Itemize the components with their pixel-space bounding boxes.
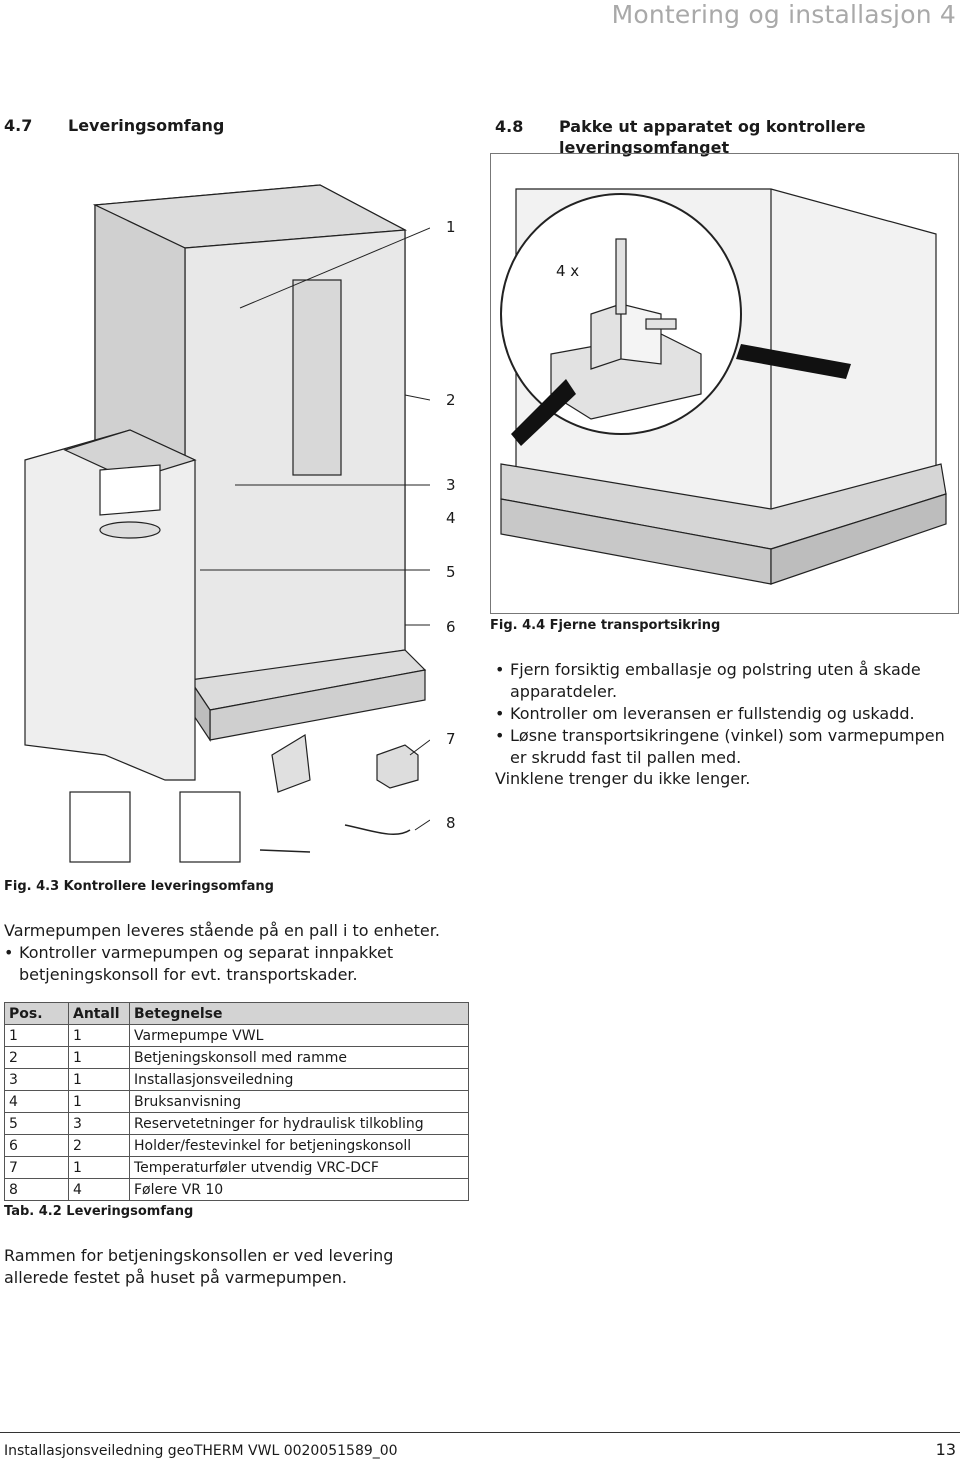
callout-1: 1 — [446, 218, 456, 236]
section-title: Pakke ut apparatet og kontrollere leveri… — [559, 117, 866, 157]
section-number: 4.8 — [495, 117, 524, 136]
table-cell: Varmepumpe VWL — [129, 1024, 469, 1047]
table-cell: Holder/festevinkel for betjeningskonsoll — [129, 1134, 469, 1157]
delivery-intro: Varmepumpen leveres stående på en pall i… — [4, 921, 440, 940]
table-cell: 8 — [4, 1178, 69, 1201]
table-header-row: Pos. Antall Betegnelse — [4, 1002, 469, 1025]
unpack-steps: Fjern forsiktig emballasje og polstring … — [495, 659, 955, 769]
transport-lock-illustration — [500, 188, 947, 585]
footer-divider — [0, 1432, 960, 1433]
table-cell: 3 — [68, 1112, 130, 1135]
column-header-pos: Pos. — [4, 1002, 69, 1025]
table-cell: 4 — [4, 1090, 69, 1113]
section-heading-4-7: 4.7 Leveringsomfang — [4, 116, 224, 135]
callout-3: 3 — [446, 476, 456, 494]
column-header-quantity: Antall — [68, 1002, 130, 1025]
table-cell: Bruksanvisning — [129, 1090, 469, 1113]
table-cell: Temperaturføler utvendig VRC-DCF — [129, 1156, 469, 1179]
table-cell: Installasjonsveiledning — [129, 1068, 469, 1091]
table-cell: 1 — [68, 1156, 130, 1179]
figure-delivery-scope — [10, 180, 431, 870]
table-cell: 7 — [4, 1156, 69, 1179]
callout-6: 6 — [446, 618, 456, 636]
delivery-check-steps: Kontroller varmepumpen og separat innpak… — [4, 942, 434, 986]
table-cell: 1 — [4, 1024, 69, 1047]
list-item: Fjern forsiktig emballasje og polstring … — [495, 659, 955, 703]
table-cell: 1 — [68, 1090, 130, 1113]
section-title: Leveringsomfang — [68, 116, 225, 135]
brackets-note: Vinklene trenger du ikke lenger. — [495, 769, 751, 788]
table-cell: 1 — [68, 1046, 130, 1069]
list-item: Kontroller varmepumpen og separat innpak… — [4, 942, 434, 986]
figure-transport-lock — [490, 153, 959, 614]
list-item: Løsne transportsikringene (vinkel) som v… — [495, 725, 955, 769]
table-cell: 5 — [4, 1112, 69, 1135]
callout-4: 4 — [446, 509, 456, 527]
table-cell: 2 — [68, 1134, 130, 1157]
table-cell: Reservetetninger for hydraulisk tilkobli… — [129, 1112, 469, 1135]
column-header-description: Betegnelse — [129, 1002, 469, 1025]
table-caption-4-2: Tab. 4.2 Leveringsomfang — [4, 1204, 194, 1219]
section-heading-4-8: 4.8 Pakke ut apparatet og kontrollere le… — [495, 116, 935, 158]
frame-note: Rammen for betjeningskonsollen er ved le… — [4, 1246, 394, 1287]
footer-document-title: Installasjonsveiledning geoTHERM VWL 002… — [4, 1443, 398, 1459]
delivery-scope-illustration — [24, 184, 431, 863]
screw-count-label: 4 x — [556, 262, 580, 280]
table-cell: 3 — [4, 1068, 69, 1091]
figure-caption-4-4: Fig. 4.4 Fjerne transportsikring — [490, 618, 721, 633]
section-number: 4.7 — [4, 116, 33, 135]
callout-2: 2 — [446, 391, 456, 409]
table-cell: 1 — [68, 1024, 130, 1047]
chapter-title: Montering og installasjon 4 — [611, 0, 956, 29]
table-cell: Følere VR 10 — [129, 1178, 469, 1201]
callout-5: 5 — [446, 563, 456, 581]
table-cell: 6 — [4, 1134, 69, 1157]
figure-caption-4-3: Fig. 4.3 Kontrollere leveringsomfang — [4, 879, 274, 894]
callout-7: 7 — [446, 730, 456, 748]
table-cell: 2 — [4, 1046, 69, 1069]
table-cell: 1 — [68, 1068, 130, 1091]
table-cell: Betjeningskonsoll med ramme — [129, 1046, 469, 1069]
callout-8: 8 — [446, 814, 456, 832]
table-cell: 4 — [68, 1178, 130, 1201]
page-number: 13 — [935, 1440, 956, 1459]
list-item: Kontroller om leveransen er fullstendig … — [495, 703, 955, 725]
